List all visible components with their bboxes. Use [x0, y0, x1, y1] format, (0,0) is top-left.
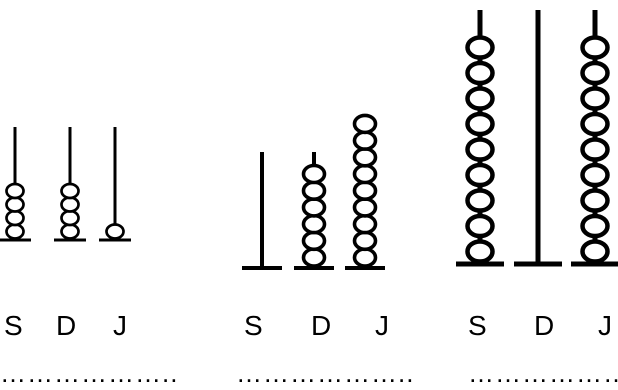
abacus-2-rod-j-bead [352, 180, 378, 201]
abacus-1-rod-s-bead [5, 223, 25, 240]
abacus-2-label-d: D [311, 310, 332, 341]
abacus-3-rod-s-bead [465, 239, 495, 264]
abacus-1-label-d: D [56, 310, 77, 341]
abacus-2-rod-d-bead [301, 197, 327, 218]
abacus-2-label-j: J [375, 310, 389, 341]
abacus-2-rod-d-bead [301, 213, 327, 235]
abacus-2-rod-d-bead [301, 163, 327, 185]
abacus-1-rod-s-bead [5, 209, 25, 227]
abacus-3-rod-j-bead [580, 188, 610, 213]
abacus-3-rod-s-bead [465, 86, 495, 111]
abacus-2-rod-j-bead [352, 197, 378, 218]
abacus-1-rod-j-bead [105, 223, 125, 240]
abacus-3-rod-s-bead [465, 35, 495, 60]
abacus-1-label-j: J [113, 310, 127, 341]
abacus-3-rod-s-bead [465, 111, 495, 137]
abacus-2-rod-d-bead [301, 247, 327, 268]
abacus-3-rod-j-bead [580, 111, 610, 137]
abacus-1-rod-s-bead [5, 196, 25, 213]
abacus-1-rod-s-bead [5, 182, 25, 200]
abacus-1-rod-d-bead [60, 196, 80, 213]
abacus-3-rod-s-bead [465, 162, 495, 188]
abacus-2-rod-j-bead [352, 113, 378, 135]
abacus-3-rod-j-bead [580, 35, 610, 60]
abacus-3-rod-j-bead [580, 60, 610, 86]
abacus-1-rod-d-bead [60, 223, 80, 240]
abacus-1-rod-d-bead [60, 182, 80, 200]
abacus-2-rod-d-bead [301, 180, 327, 201]
answer-blank-1: ……………….. [0, 358, 179, 388]
abacus-3-rod-s-bead [465, 137, 495, 162]
abacus-3-label-d: D [534, 310, 555, 341]
answer-blank-3: ……………….. [468, 358, 618, 388]
abacus-3-rod-j-bead [580, 162, 610, 188]
abacus-3-rod-j-bead [580, 86, 610, 111]
abacus-2-rod-d-bead [301, 230, 327, 252]
abacus-2-rod-j-bead [352, 230, 378, 252]
abacus-3-rod-j-bead [580, 137, 610, 162]
abacus-1-label-s: S [4, 310, 23, 341]
abacus-2-rod-j-bead [352, 163, 378, 185]
abacus-3-rod-s-bead [465, 60, 495, 86]
abacus-2-rod-j-bead [352, 147, 378, 168]
answer-blank-2: ……………….. [236, 358, 415, 388]
abacus-3-rod-j-bead [580, 239, 610, 264]
abacus-1-rod-d-bead [60, 209, 80, 227]
abacus-2-rod-j-bead [352, 247, 378, 268]
abacus-3-label-j: J [598, 310, 612, 341]
abacus-2-rod-j-bead [352, 213, 378, 235]
abacus-3-rod-s-bead [465, 188, 495, 213]
abacus-3-label-s: S [468, 310, 487, 341]
abacus-3-rod-s-bead [465, 213, 495, 239]
abacus-2-rod-j-bead [352, 130, 378, 151]
abacus-2-label-s: S [244, 310, 263, 341]
abacus-3-rod-j-bead [580, 213, 610, 239]
